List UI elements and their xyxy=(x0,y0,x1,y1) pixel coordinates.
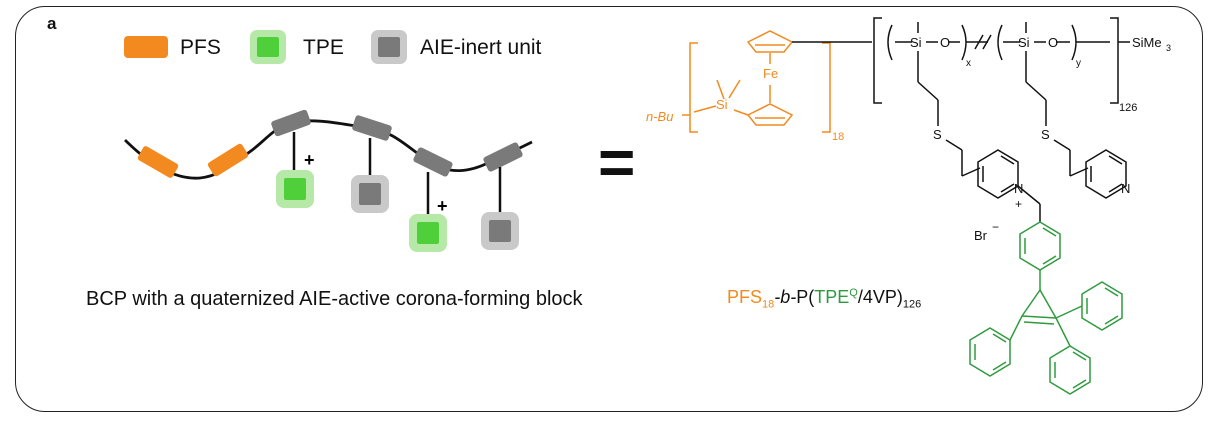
pyridinium-nitrogen: N xyxy=(1014,181,1023,196)
polymer-name-tpe-sup: Q xyxy=(849,287,858,299)
polymer-name-pfs: PFS xyxy=(727,287,763,307)
equals-sign: = xyxy=(598,126,636,198)
legend-inert-label: AIE-inert unit xyxy=(420,36,542,59)
siloxane-block xyxy=(873,17,1130,222)
inert-segment xyxy=(351,114,393,142)
inert-segment xyxy=(270,108,312,138)
polymer-name-pfs-sub: 18 xyxy=(762,298,775,311)
sulfur-atom: S xyxy=(1041,127,1050,142)
pfs-repeat-unit xyxy=(682,30,831,133)
pyridine-nitrogen: N xyxy=(1121,181,1130,196)
tpe-unit xyxy=(417,222,439,244)
polymer-name: PFS18-b-P(TPEQ/4VP)126 xyxy=(727,287,921,311)
trimethylsilyl-label: SiMe xyxy=(1132,35,1162,50)
pfs-subscript: 18 xyxy=(832,131,844,143)
tpe-structure xyxy=(969,221,1123,395)
bromide-label: Br xyxy=(974,228,988,243)
legend-tpe-label: TPE xyxy=(303,36,344,59)
pfs-segment xyxy=(136,145,180,179)
silicon-atom: Si xyxy=(716,97,728,112)
trimethylsilyl-subscript: 3 xyxy=(1166,43,1171,53)
legend-pfs-label: PFS xyxy=(180,36,221,59)
bromide-charge: − xyxy=(992,220,999,234)
oxygen-atom: O xyxy=(1048,35,1058,50)
inert-unit xyxy=(359,183,381,205)
positive-charge: + xyxy=(437,196,448,216)
silicon-atom: Si xyxy=(910,35,922,50)
polymer-name-rest: /4VP) xyxy=(857,287,903,307)
inert-segment xyxy=(412,146,454,178)
legend-pfs-swatch xyxy=(124,36,168,58)
positive-charge: + xyxy=(1015,197,1022,211)
legend-inert-swatch xyxy=(378,37,400,57)
inert-unit xyxy=(489,220,511,242)
diagram-caption: BCP with a quaternized AIE-active corona… xyxy=(86,288,583,310)
polymer-name-sub: 126 xyxy=(902,298,922,311)
figure-panel xyxy=(15,6,1203,412)
sulfur-atom: S xyxy=(933,127,942,142)
panel-label: a xyxy=(47,14,57,33)
polymer-name-p: P( xyxy=(796,287,815,307)
pfs-segment xyxy=(206,142,250,178)
iron-atom: Fe xyxy=(763,66,778,81)
oxygen-atom: O xyxy=(940,35,950,50)
positive-charge: + xyxy=(304,150,315,170)
polymer-name-tpe: TPE xyxy=(814,287,850,307)
subscript-y: y xyxy=(1076,58,1081,69)
polymer-name-block: -b- xyxy=(774,287,797,307)
siloxane-subscript: 126 xyxy=(1119,102,1137,114)
polymer-backbone xyxy=(124,119,533,180)
inert-segment xyxy=(482,141,524,173)
tpe-unit xyxy=(284,178,306,200)
silicon-atom: Si xyxy=(1018,35,1030,50)
subscript-x: x xyxy=(966,58,971,69)
n-butyl-label: n-Bu xyxy=(646,109,673,124)
legend-tpe-swatch xyxy=(257,37,279,57)
